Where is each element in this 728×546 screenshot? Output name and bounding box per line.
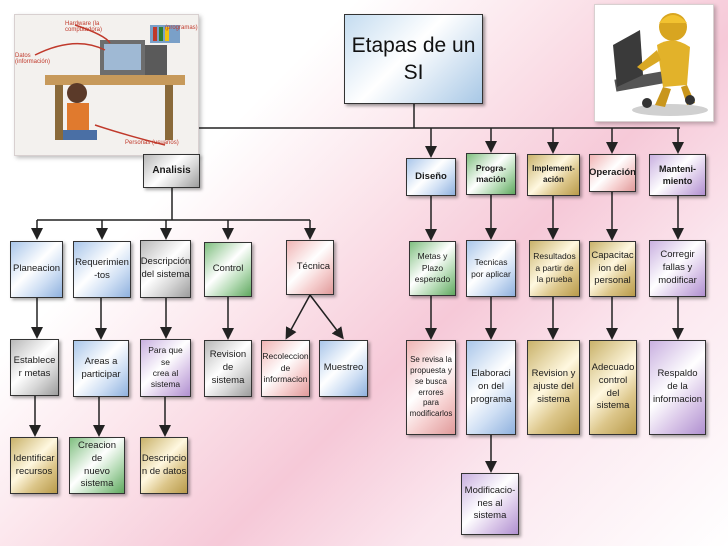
node-tecnicas-aplicar: Tecnicas por aplicar xyxy=(466,240,516,297)
node-areas-participar: Areas a participar xyxy=(73,340,129,397)
stage-analisis: Analisis xyxy=(143,154,200,188)
node-corregir: Corregir fallas y modificar xyxy=(649,240,706,297)
computer-desk-icon xyxy=(34,24,185,146)
node-identificar-recursos: Identificar recursos xyxy=(10,437,58,494)
node-capacitacion: Capacitac ion del personal xyxy=(589,241,636,297)
node-muestreo: Muestreo xyxy=(319,340,368,397)
node-metas-plazo: Metas y Plazo esperado xyxy=(409,241,456,296)
node-modificaciones: Modificacio- nes al sistema xyxy=(461,473,519,535)
computer-system-illustration: Hardware (la computadora) (programas) Da… xyxy=(14,14,199,156)
node-resultados: Resultados a partir de la prueba xyxy=(529,240,580,297)
node-creacion-nuevo: Creacion de nuevo sistema xyxy=(69,437,125,494)
gold-figure-illustration xyxy=(594,4,714,122)
page-title: Etapas de un SI xyxy=(344,14,483,104)
node-control: Control xyxy=(204,242,252,297)
node-tecnica: Técnica xyxy=(286,240,334,295)
node-revision-sistema: Revision de sistema xyxy=(204,340,252,397)
node-descripcion-datos: Descripcio n de datos xyxy=(140,437,188,494)
stage-mantenimiento: Manteni- miento xyxy=(649,154,706,196)
title-line-2: SI xyxy=(403,61,424,84)
node-recoleccion: Recoleccion de informacion xyxy=(261,340,310,397)
node-descripcion-sistema: Descripción del sistema xyxy=(140,240,191,298)
stage-implementacion: Implement- ación xyxy=(527,154,580,196)
gold-worker-icon xyxy=(613,13,708,116)
node-planeacion: Planeacion xyxy=(10,241,63,298)
data-label: Datos (información) xyxy=(15,53,51,65)
connector xyxy=(285,294,311,340)
node-adecuado-control: Adecuado control del sistema xyxy=(589,340,637,435)
node-revision-ajuste: Revision y ajuste del sistema xyxy=(527,340,580,435)
hardware-label: Hardware (la computadora) xyxy=(65,21,103,33)
title-line-1: Etapas de un xyxy=(351,33,476,57)
programs-label: (programas) xyxy=(165,25,198,31)
stage-programacion: Progra- mación xyxy=(466,153,516,195)
node-se-revisa: Se revisa la propuesta y se busca errore… xyxy=(406,340,456,435)
connector xyxy=(309,294,344,340)
stage-diseno: Diseño xyxy=(406,158,456,196)
node-elaboracion: Elaboraci on del programa xyxy=(466,340,516,435)
stage-operacion: Operación xyxy=(589,154,636,192)
node-para-que-se-crea: Para que se crea al sistema xyxy=(140,339,191,397)
people-label: Personas (usuarios) xyxy=(125,140,179,146)
node-respaldo: Respaldo de la informacion xyxy=(649,340,706,435)
node-establecer-metas: Establece r metas xyxy=(10,339,59,396)
node-requerimientos: Requerimien -tos xyxy=(73,241,131,298)
